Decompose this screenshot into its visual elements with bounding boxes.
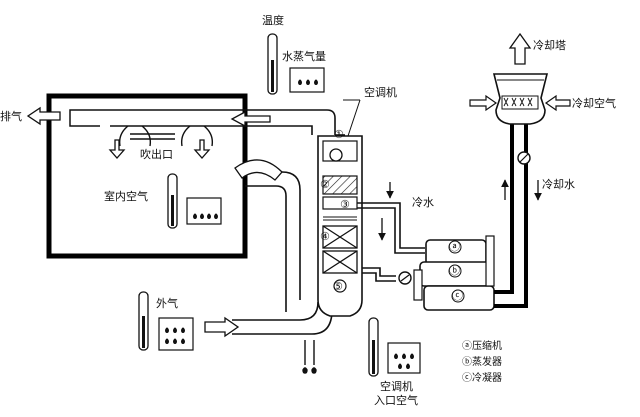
inlet-air-label-line1: 空调机 [380,380,413,393]
vapor-box-indoor-icon [186,197,222,225]
cooling-tower [492,73,549,125]
air-conditioner-label: 空调机 [364,86,397,99]
chiller-mark-b: ⓑ [449,264,460,277]
vapor-box-outside-icon [158,317,194,351]
pump-icon-tower [517,151,531,165]
thermometer-indoor-icon [167,173,178,229]
supply-outlets [118,125,214,147]
chiller-unit [413,235,495,311]
cooling-tower-label: 冷却塔 [533,39,566,52]
outside-air-arrow [204,316,240,338]
legend-mark: ⓒ [462,373,472,384]
cooling-air-right-arrow [544,94,571,112]
exhaust-duct [26,106,100,127]
outside-air-duct [232,301,333,335]
legend-text: 压缩机 [472,341,502,352]
chiller-mark-c: ⓒ [452,289,463,302]
cooling-air-left-arrow [469,94,498,112]
cooling-air-label: 冷却空气 [572,97,616,110]
supply-flow-arrows [108,110,271,159]
ac-section-3: ③ [340,198,350,211]
vapor-box-inlet-icon [387,342,421,374]
ac-section-1: ① [334,128,344,141]
legend-mark: ⓐ [462,341,472,352]
return-duct [245,171,301,312]
legend-text: 蒸发器 [472,357,502,368]
filter-coil [322,175,358,195]
thermometer-top-icon [267,33,278,95]
temperature-label: 温度 [262,14,284,27]
fan-icon [329,148,343,162]
exhaust-label: 排气 [0,110,22,123]
pump-icon [398,271,412,285]
drain-lines [302,340,317,374]
return-flow-arrow [234,159,283,181]
vapor-box-top-icon [289,67,325,93]
ac-section-5: ⑤ [333,280,343,293]
tower-exhaust-arrow [508,32,532,65]
legend-item: ⓐ压缩机 [462,340,502,353]
legend-text: 冷凝器 [472,373,502,384]
chiller-mark-a: ⓐ [449,240,460,253]
supply-outlet-label: 吹出口 [140,148,173,161]
supply-duct [82,109,345,136]
cooling-water-pipes [494,120,528,308]
chilled-water-label: 冷水 [412,196,434,209]
ac-section-4: ④ [320,230,330,243]
legend-mark: ⓑ [462,357,472,368]
thermometer-outside-icon [138,291,149,351]
water-vapor-label: 水蒸气量 [282,50,326,63]
thermometer-inlet-icon [368,317,379,377]
legend-item: ⓑ蒸发器 [462,356,502,369]
legend-item: ⓒ冷凝器 [462,372,502,385]
chilled-water-pipes [357,202,425,282]
inlet-air-label-line2: 入口空气 [374,394,418,407]
cooling-water-label: 冷却水 [542,178,575,191]
outside-air-label: 外气 [156,297,178,310]
air-conditioner-unit [317,99,363,317]
indoor-air-label: 室内空气 [104,190,148,203]
ac-section-2: ② [320,178,330,191]
room [46,93,248,259]
